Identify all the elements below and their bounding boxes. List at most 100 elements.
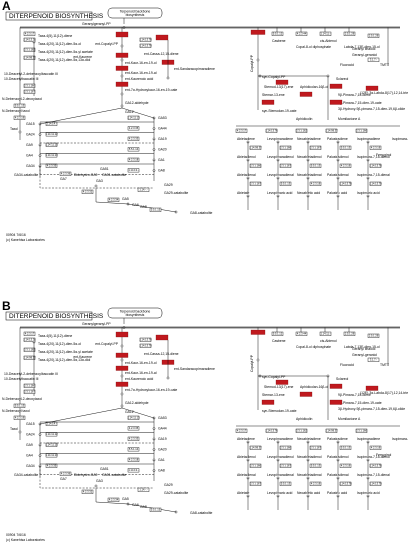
enzyme-box[interactable] — [23, 347, 36, 352]
enzyme-box[interactable] — [271, 31, 284, 36]
enzyme-box[interactable] — [369, 481, 382, 486]
enzyme-box[interactable] — [127, 136, 140, 141]
enzyme-box[interactable] — [127, 468, 140, 473]
enzyme-box-highlighted[interactable] — [275, 79, 289, 85]
enzyme-box[interactable] — [235, 128, 248, 133]
enzyme-box-highlighted[interactable] — [155, 34, 169, 41]
enzyme-box[interactable] — [127, 157, 140, 162]
compound-node[interactable] — [120, 344, 124, 348]
enzyme-box-highlighted[interactable] — [115, 81, 129, 87]
enzyme-box[interactable] — [23, 89, 36, 94]
enzyme-box[interactable] — [265, 428, 278, 433]
enzyme-box-highlighted[interactable] — [115, 31, 129, 38]
enzyme-box[interactable] — [13, 403, 26, 408]
enzyme-box-highlighted[interactable] — [329, 399, 343, 405]
enzyme-box[interactable] — [369, 181, 382, 186]
compound-node[interactable] — [94, 484, 98, 488]
enzyme-box[interactable] — [127, 415, 140, 420]
enzyme-box-highlighted[interactable] — [250, 329, 266, 335]
enzyme-box[interactable] — [339, 445, 352, 450]
enzyme-box[interactable] — [309, 463, 322, 468]
compound-node[interactable] — [256, 358, 260, 362]
compound-node[interactable] — [120, 74, 124, 78]
enzyme-box[interactable] — [127, 126, 140, 131]
enzyme-box[interactable] — [23, 337, 36, 342]
backbone-map-link[interactable] — [107, 307, 163, 319]
compound-node[interactable] — [120, 404, 124, 408]
enzyme-box[interactable] — [279, 181, 292, 186]
enzyme-box[interactable] — [127, 115, 140, 120]
enzyme-box[interactable] — [309, 163, 322, 168]
compound-node[interactable] — [120, 374, 124, 378]
enzyme-box[interactable] — [23, 47, 36, 52]
enzyme-box[interactable] — [127, 436, 140, 441]
enzyme-box-highlighted[interactable] — [329, 83, 343, 89]
enzyme-box[interactable] — [295, 31, 308, 36]
enzyme-box[interactable] — [369, 463, 382, 468]
enzyme-box[interactable] — [107, 197, 120, 202]
enzyme-box[interactable] — [271, 331, 284, 336]
enzyme-box-highlighted[interactable] — [155, 334, 169, 341]
enzyme-box-highlighted[interactable] — [299, 91, 313, 97]
compound-node[interactable] — [94, 184, 98, 188]
enzyme-box[interactable] — [127, 168, 140, 173]
enzyme-box[interactable] — [249, 163, 262, 168]
enzyme-box[interactable] — [13, 103, 26, 108]
enzyme-box[interactable] — [339, 463, 352, 468]
enzyme-box[interactable] — [355, 128, 368, 133]
enzyme-box-highlighted[interactable] — [365, 385, 379, 391]
enzyme-box[interactable] — [81, 489, 94, 494]
enzyme-box[interactable] — [127, 457, 140, 462]
enzyme-box[interactable] — [81, 189, 94, 194]
enzyme-box-highlighted[interactable] — [275, 379, 289, 385]
enzyme-box[interactable] — [265, 128, 278, 133]
enzyme-box[interactable] — [249, 445, 262, 450]
enzyme-box[interactable] — [249, 181, 262, 186]
enzyme-box-highlighted[interactable] — [115, 365, 129, 371]
enzyme-box[interactable] — [139, 343, 152, 348]
enzyme-box[interactable] — [367, 33, 380, 38]
enzyme-box-highlighted[interactable] — [261, 99, 275, 105]
enzyme-box-highlighted[interactable] — [115, 65, 129, 71]
enzyme-box[interactable] — [137, 187, 150, 192]
enzyme-box[interactable] — [23, 55, 36, 60]
backbone-map-link[interactable] — [107, 7, 163, 19]
enzyme-box[interactable] — [107, 497, 120, 502]
enzyme-box[interactable] — [279, 145, 292, 150]
enzyme-box-highlighted[interactable] — [365, 85, 379, 91]
enzyme-box[interactable] — [23, 389, 36, 394]
enzyme-box[interactable] — [279, 481, 292, 486]
enzyme-box[interactable] — [295, 428, 308, 433]
enzyme-box[interactable] — [23, 355, 36, 360]
enzyme-box-highlighted[interactable] — [115, 52, 129, 58]
enzyme-box[interactable] — [295, 128, 308, 133]
enzyme-box[interactable] — [279, 463, 292, 468]
enzyme-box-highlighted[interactable] — [329, 383, 343, 389]
enzyme-box[interactable] — [319, 331, 332, 336]
compound-node[interactable] — [120, 44, 124, 48]
compound-node[interactable] — [256, 58, 260, 62]
enzyme-box[interactable] — [355, 428, 368, 433]
enzyme-box[interactable] — [343, 331, 356, 336]
enzyme-box[interactable] — [325, 128, 338, 133]
enzyme-box[interactable] — [309, 481, 322, 486]
enzyme-box[interactable] — [369, 145, 382, 150]
enzyme-box[interactable] — [339, 163, 352, 168]
enzyme-box[interactable] — [295, 331, 308, 336]
compound-node[interactable] — [166, 76, 170, 80]
enzyme-box[interactable] — [23, 37, 36, 42]
compound-node[interactable] — [18, 130, 22, 134]
compound-node[interactable] — [120, 358, 124, 362]
enzyme-box[interactable] — [339, 181, 352, 186]
compound-node[interactable] — [120, 104, 124, 108]
enzyme-box-highlighted[interactable] — [115, 352, 129, 358]
compound-node[interactable] — [18, 430, 22, 434]
enzyme-box[interactable] — [369, 163, 382, 168]
enzyme-box-highlighted[interactable] — [250, 29, 266, 35]
enzyme-box[interactable] — [369, 445, 382, 450]
enzyme-box[interactable] — [235, 428, 248, 433]
enzyme-box[interactable] — [13, 415, 26, 420]
compound-node[interactable] — [120, 92, 124, 96]
enzyme-box[interactable] — [149, 507, 162, 512]
compound-node[interactable] — [120, 58, 124, 62]
